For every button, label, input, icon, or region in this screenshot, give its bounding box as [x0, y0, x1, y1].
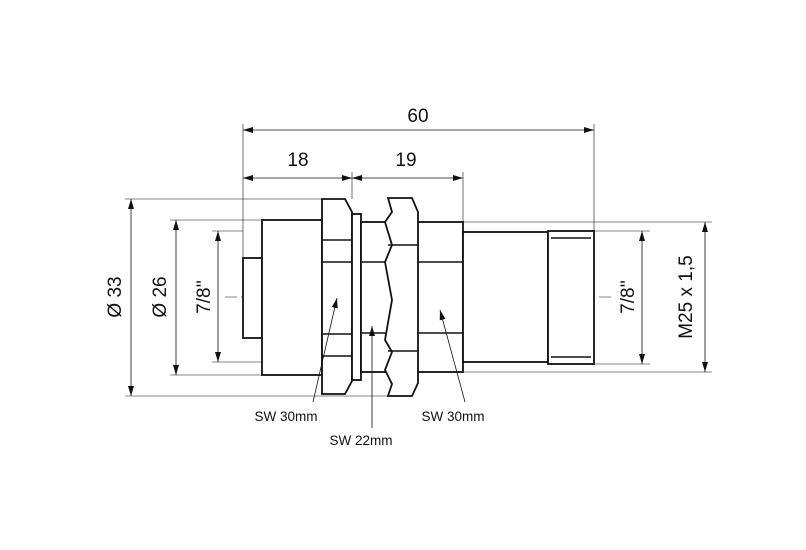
hex-nut-right: [384, 197, 419, 397]
dim-thread-right: 7/8'': [618, 280, 639, 314]
dim-thread-left: 7/8'': [194, 280, 215, 314]
washer: [351, 213, 362, 381]
dimension-labels: 60 18 19 Ø 33 Ø 26 7/8'' 7/8'' M25 x 1,5: [105, 106, 697, 339]
dimension-lines: [125, 124, 712, 428]
dim-overall-length: 60: [407, 106, 428, 127]
thread-end: [547, 230, 595, 365]
dim-inner-diameter: Ø 26: [150, 276, 171, 317]
dim-length-a: 18: [287, 150, 308, 171]
wrench-callouts: SW 30mm SW 22mm SW 30mm: [254, 409, 484, 448]
dim-length-b: 19: [395, 150, 416, 171]
rear-body: [462, 231, 549, 363]
plug-insert: [242, 257, 263, 339]
callout-wrench-middle: SW 22mm: [329, 433, 392, 448]
connector-body: [242, 197, 595, 397]
front-housing: [261, 219, 323, 376]
callout-wrench-right: SW 30mm: [421, 409, 484, 424]
hex-nut-left: [321, 198, 353, 395]
dim-thread-metric: M25 x 1,5: [676, 255, 697, 338]
callout-wrench-left: SW 30mm: [254, 409, 317, 424]
dim-outer-diameter: Ø 33: [105, 276, 126, 317]
